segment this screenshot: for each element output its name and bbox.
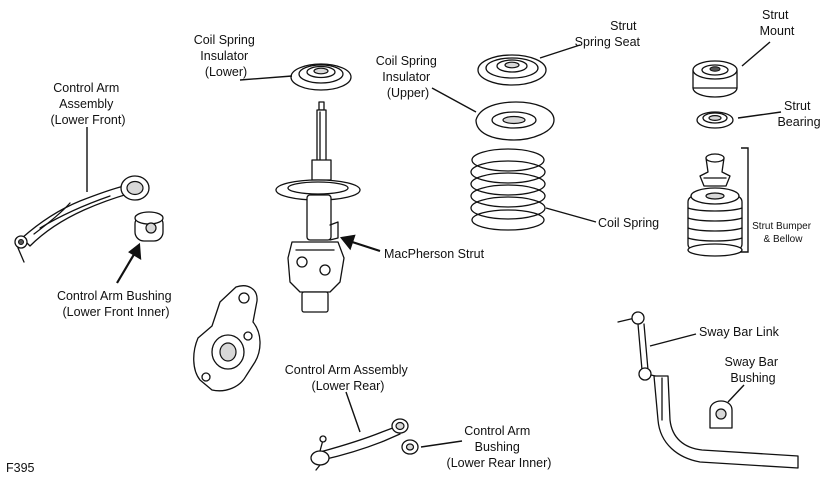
leader-lines xyxy=(86,41,782,448)
label-coil-spring-insulator-upper: Coil Spring Insulator (Upper) xyxy=(376,54,441,100)
label-strut-bumper-bellow: Strut Bumper & Bellow xyxy=(752,221,814,245)
macpherson-strut-part xyxy=(275,101,361,313)
label-sway-bar-link: Sway Bar Link xyxy=(699,325,780,339)
label-sway-bar-bushing: Sway Bar Bushing xyxy=(725,355,782,385)
sway-bar-part xyxy=(653,375,799,469)
label-control-arm-bushing-lower-rear-inner: Control Arm Bushing (Lower Rear Inner) xyxy=(447,424,552,470)
coil-spring-part xyxy=(470,148,546,231)
strut-spring-seat-part xyxy=(477,54,547,86)
sway-bar-bushing-part xyxy=(709,400,733,429)
control-arm-lower-rear-part xyxy=(310,418,409,471)
label-strut-mount: Strut Mount xyxy=(760,8,795,38)
steering-knuckle-part xyxy=(193,285,261,392)
strut-bearing-part xyxy=(696,111,734,129)
label-coil-spring-insulator-lower: Coil Spring Insulator (Lower) xyxy=(194,33,259,79)
label-coil-spring: Coil Spring xyxy=(598,216,659,230)
label-strut-spring-seat: Strut Spring Seat xyxy=(575,19,641,49)
bellow-part xyxy=(687,187,743,257)
macpherson-strut-arrow xyxy=(339,234,381,253)
label-macpherson-strut: MacPherson Strut xyxy=(384,247,485,261)
control-arm-lower-front-part xyxy=(14,175,150,263)
label-control-arm-assembly-lower-front: Control Arm Assembly (Lower Front) xyxy=(50,81,125,127)
control-arm-bushing-lower-front-part xyxy=(134,211,164,242)
strut-bumper-part xyxy=(699,153,731,187)
sway-bar-link-part xyxy=(617,311,665,381)
label-control-arm-assembly-lower-rear: Control Arm Assembly (Lower Rear) xyxy=(285,363,411,393)
strut-mount-part xyxy=(692,60,738,98)
control-arm-bushing-lower-rear-part xyxy=(401,439,419,455)
control-arm-bushing-arrow xyxy=(116,242,142,284)
label-control-arm-bushing-lower-front-inner: Control Arm Bushing (Lower Front Inner) xyxy=(57,289,175,319)
coil-spring-insulator-lower-part xyxy=(290,63,352,91)
figure-code: F395 xyxy=(6,461,35,475)
coil-spring-insulator-upper-part xyxy=(475,101,555,141)
label-strut-bearing: Strut Bearing xyxy=(777,99,820,129)
